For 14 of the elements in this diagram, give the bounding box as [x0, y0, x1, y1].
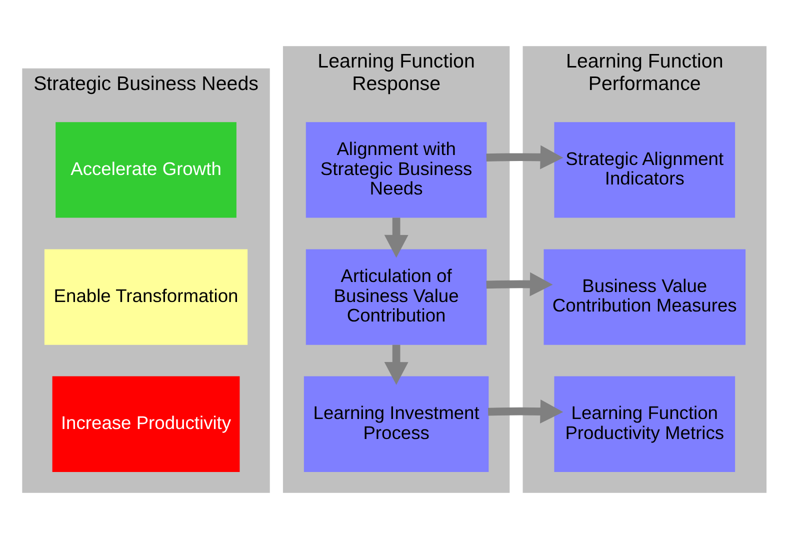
node-box: Accelerate Growth — [56, 122, 236, 218]
arrow — [488, 400, 564, 424]
node-box: Articulation of Business Value Contribution — [306, 249, 487, 345]
arrow — [486, 145, 564, 170]
node-box: Learning Investment Process — [304, 376, 489, 472]
arrow — [486, 272, 553, 296]
node-box: Increase Productivity — [52, 376, 240, 472]
arrow — [384, 344, 408, 385]
node-box: Learning Function Productivity Metrics — [554, 376, 736, 472]
node-box: Enable Transformation — [44, 249, 248, 345]
arrow — [384, 218, 408, 258]
node-box: Alignment with Strategic Business Needs — [306, 122, 487, 218]
node-box: Business Value Contribution Measures — [544, 249, 746, 345]
node-box: Strategic Alignment Indicators — [554, 122, 736, 218]
